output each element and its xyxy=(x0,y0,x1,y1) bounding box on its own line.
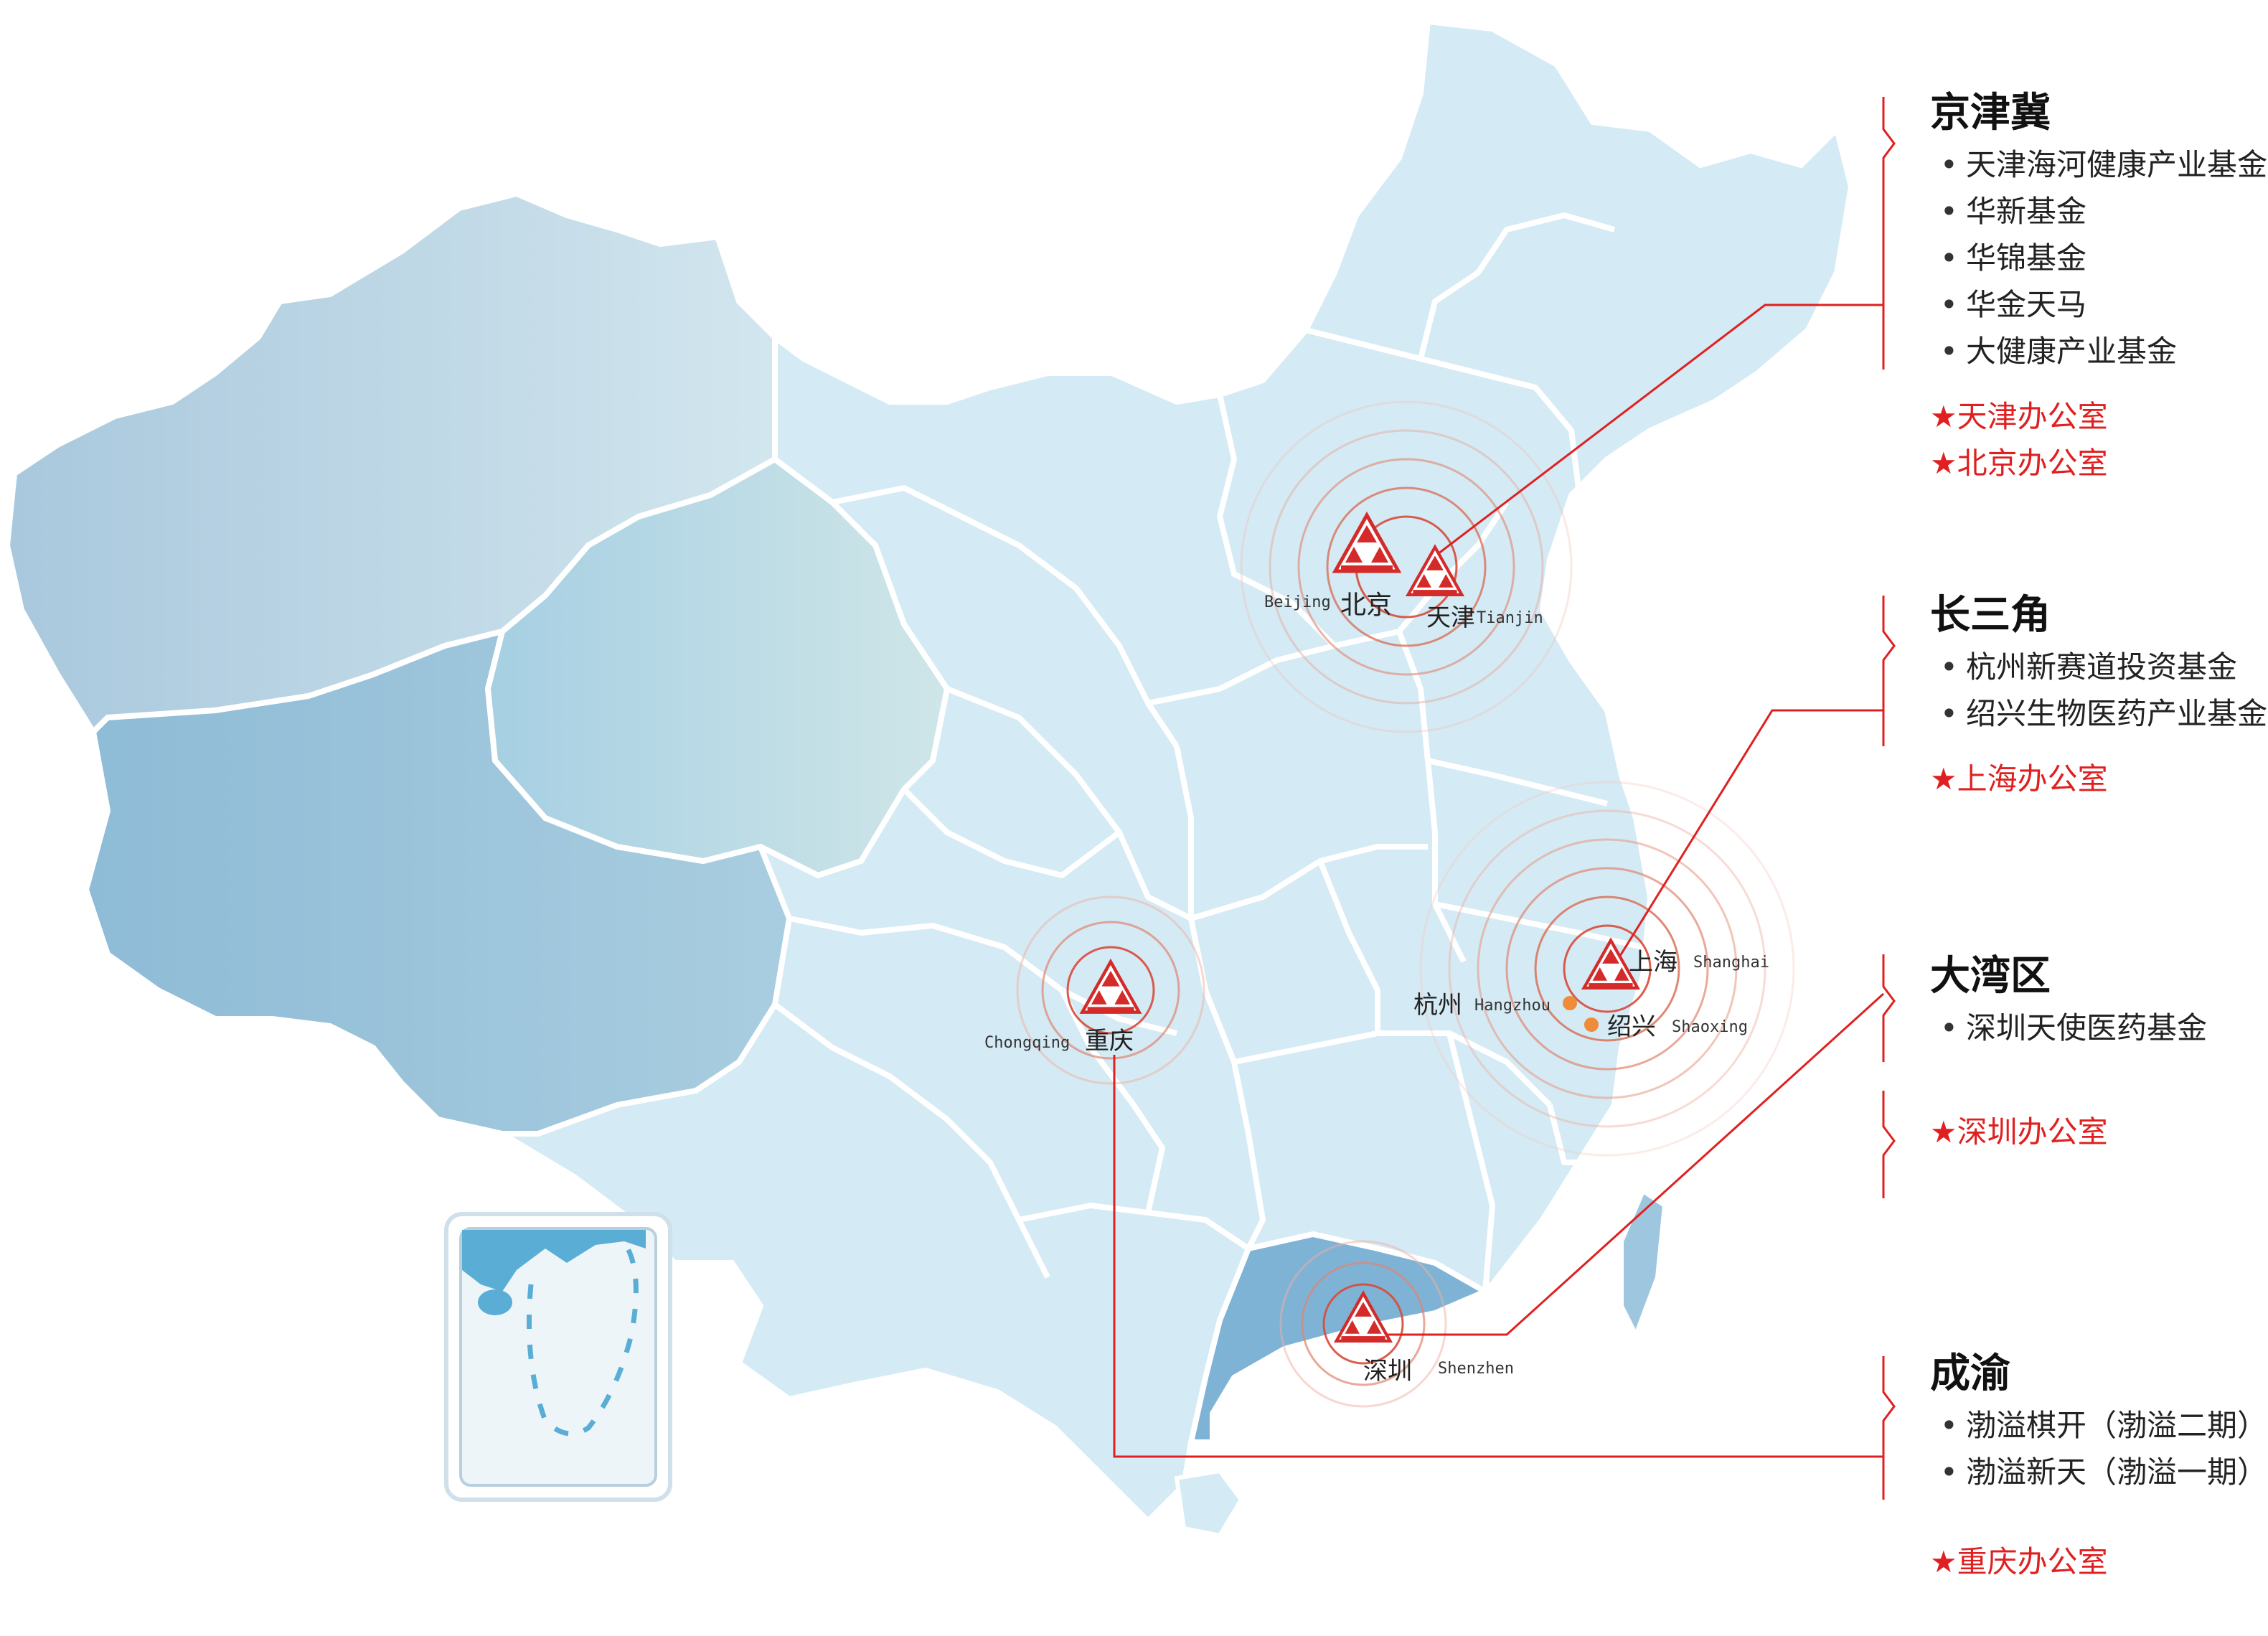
city-tianjin-zh: 天津 xyxy=(1426,603,1475,632)
region-panel-changsanjiao: 长三角 •杭州新赛道投资基金 •绍兴生物医药产业基金 ★上海办公室 xyxy=(1930,592,2268,802)
fund-item: •渤溢棋开（渤溢二期） xyxy=(1930,1402,2268,1449)
fund-item: •深圳天使医药基金 xyxy=(1930,1005,2268,1051)
city-shanghai-zh: 上海 xyxy=(1629,948,1678,977)
province-qinghai xyxy=(484,456,951,879)
region-brackets xyxy=(1882,97,1896,1500)
fund-list: •渤溢棋开（渤溢二期） •渤溢新天（渤溢一期） xyxy=(1930,1402,2268,1495)
star-icon: ★ xyxy=(1930,1544,1957,1579)
region-title: 长三角 xyxy=(1930,592,2051,639)
fund-name: 华金天马 xyxy=(1966,287,2087,322)
region-panel-chengyu: 成渝 •渤溢棋开（渤溢二期） •渤溢新天（渤溢一期） ★重庆办公室 xyxy=(1930,1350,2268,1585)
city-beijing-en: Beijing xyxy=(1264,593,1331,611)
connector-lines xyxy=(1113,304,1885,1458)
fund-name: 杭州新赛道投资基金 xyxy=(1966,649,2238,685)
city-hangzhou-en: Hangzhou xyxy=(1474,997,1551,1015)
region-panel-jingjinji: 京津冀 •天津海河健康产业基金 •华新基金 •华锦基金 •华金天马 •大健康产业… xyxy=(1930,90,2268,486)
fund-item: •天津海河健康产业基金 xyxy=(1930,141,2268,188)
fund-item: •大健康产业基金 xyxy=(1930,328,2268,375)
city-hangzhou-zh: 杭州 xyxy=(1413,991,1462,1020)
province-borders xyxy=(773,212,1644,1292)
star-icon: ★ xyxy=(1930,399,1957,434)
city-shaoxing-zh: 绍兴 xyxy=(1607,1012,1656,1041)
city-shanghai-en: Shanghai xyxy=(1693,954,1769,972)
office-list: ★天津办公室 ★北京办公室 xyxy=(1930,393,2268,486)
office-name: 重庆办公室 xyxy=(1957,1544,2108,1579)
fund-name: 绍兴生物医药产业基金 xyxy=(1966,696,2268,731)
bullet-icon: • xyxy=(1940,1010,1958,1045)
fund-list: •杭州新赛道投资基金 •绍兴生物医药产业基金 xyxy=(1930,644,2268,737)
south-china-sea-inset xyxy=(444,1212,672,1502)
fund-name: 深圳天使医药基金 xyxy=(1966,1010,2208,1045)
fund-item: •渤溢新天（渤溢一期） xyxy=(1930,1449,2268,1495)
city-shenzhen-en: Shenzhen xyxy=(1438,1360,1514,1378)
fund-list: •天津海河健康产业基金 •华新基金 •华锦基金 •华金天马 •大健康产业基金 xyxy=(1930,141,2268,375)
bullet-icon: • xyxy=(1940,1408,1958,1443)
connector-jingjinji xyxy=(1434,304,1883,558)
fund-name: 天津海河健康产业基金 xyxy=(1966,147,2268,182)
hangzhou-dot xyxy=(1563,996,1577,1010)
fund-item: •华锦基金 xyxy=(1930,235,2268,281)
fund-name: 华新基金 xyxy=(1966,194,2087,229)
star-icon: ★ xyxy=(1930,446,1957,481)
radar-rings-beijing xyxy=(1240,400,1573,733)
fund-item: •绍兴生物医药产业基金 xyxy=(1930,690,2268,737)
bullet-icon: • xyxy=(1940,240,1958,276)
office-item: ★北京办公室 xyxy=(1930,440,2268,486)
city-beijing-zh: 北京 xyxy=(1340,591,1392,620)
office-item: ★上海办公室 xyxy=(1930,756,2268,802)
city-shaoxing-en: Shaoxing xyxy=(1672,1018,1748,1036)
fund-item: •杭州新赛道投资基金 xyxy=(1930,644,2268,690)
office-list: ★重庆办公室 xyxy=(1930,1538,2268,1585)
bullet-icon: • xyxy=(1940,696,1958,731)
office-item: ★重庆办公室 xyxy=(1930,1538,2268,1585)
city-chongqing-zh: 重庆 xyxy=(1085,1027,1134,1056)
region-panel-dawanqu: 大湾区 •深圳天使医药基金 ★深圳办公室 xyxy=(1930,953,2268,1155)
province-taiwan xyxy=(1619,1188,1667,1340)
shaoxing-dot xyxy=(1584,1017,1599,1032)
office-name: 深圳办公室 xyxy=(1957,1114,2108,1150)
region-title: 京津冀 xyxy=(1930,90,2051,136)
fund-name: 华锦基金 xyxy=(1966,240,2087,276)
fund-name: 渤溢棋开（渤溢二期） xyxy=(1966,1408,2268,1443)
fund-name: 大健康产业基金 xyxy=(1966,334,2178,369)
office-name: 北京办公室 xyxy=(1957,446,2108,481)
connector-changsanjiao xyxy=(1613,709,1883,966)
star-icon: ★ xyxy=(1930,1114,1957,1150)
radar-rings-shenzhen xyxy=(1279,1240,1447,1408)
bullet-icon: • xyxy=(1940,1454,1958,1490)
office-name: 上海办公室 xyxy=(1957,761,2108,796)
fund-list: •深圳天使医药基金 xyxy=(1930,1005,2268,1051)
city-tianjin-en: Tianjin xyxy=(1477,609,1543,627)
bullet-icon: • xyxy=(1940,147,1958,182)
fund-item: •华金天马 xyxy=(1930,281,2268,328)
region-title: 成渝 xyxy=(1930,1350,2010,1397)
region-title: 大湾区 xyxy=(1930,953,2051,1000)
bullet-icon: • xyxy=(1940,194,1958,229)
bullet-icon: • xyxy=(1940,334,1958,369)
connector-dawanqu xyxy=(1381,992,1885,1336)
star-icon: ★ xyxy=(1930,761,1957,796)
fund-item: •华新基金 xyxy=(1930,188,2268,235)
office-name: 天津办公室 xyxy=(1957,399,2108,434)
office-list: ★深圳办公室 xyxy=(1930,1109,2268,1155)
fund-name: 渤溢新天（渤溢一期） xyxy=(1966,1454,2268,1490)
province-hainan xyxy=(1174,1468,1244,1538)
connector-chengyu xyxy=(1113,1055,1883,1458)
city-shenzhen-zh: 深圳 xyxy=(1363,1357,1412,1386)
radar-rings-shanghai xyxy=(1419,781,1795,1157)
office-list: ★上海办公室 xyxy=(1930,756,2268,802)
bullet-icon: • xyxy=(1940,649,1958,685)
office-item: ★天津办公室 xyxy=(1930,393,2268,440)
radar-rings-chongqing xyxy=(1016,895,1205,1085)
office-item: ★深圳办公室 xyxy=(1930,1109,2268,1155)
city-chongqing-en: Chongqing xyxy=(984,1034,1070,1052)
bullet-icon: • xyxy=(1940,287,1958,322)
